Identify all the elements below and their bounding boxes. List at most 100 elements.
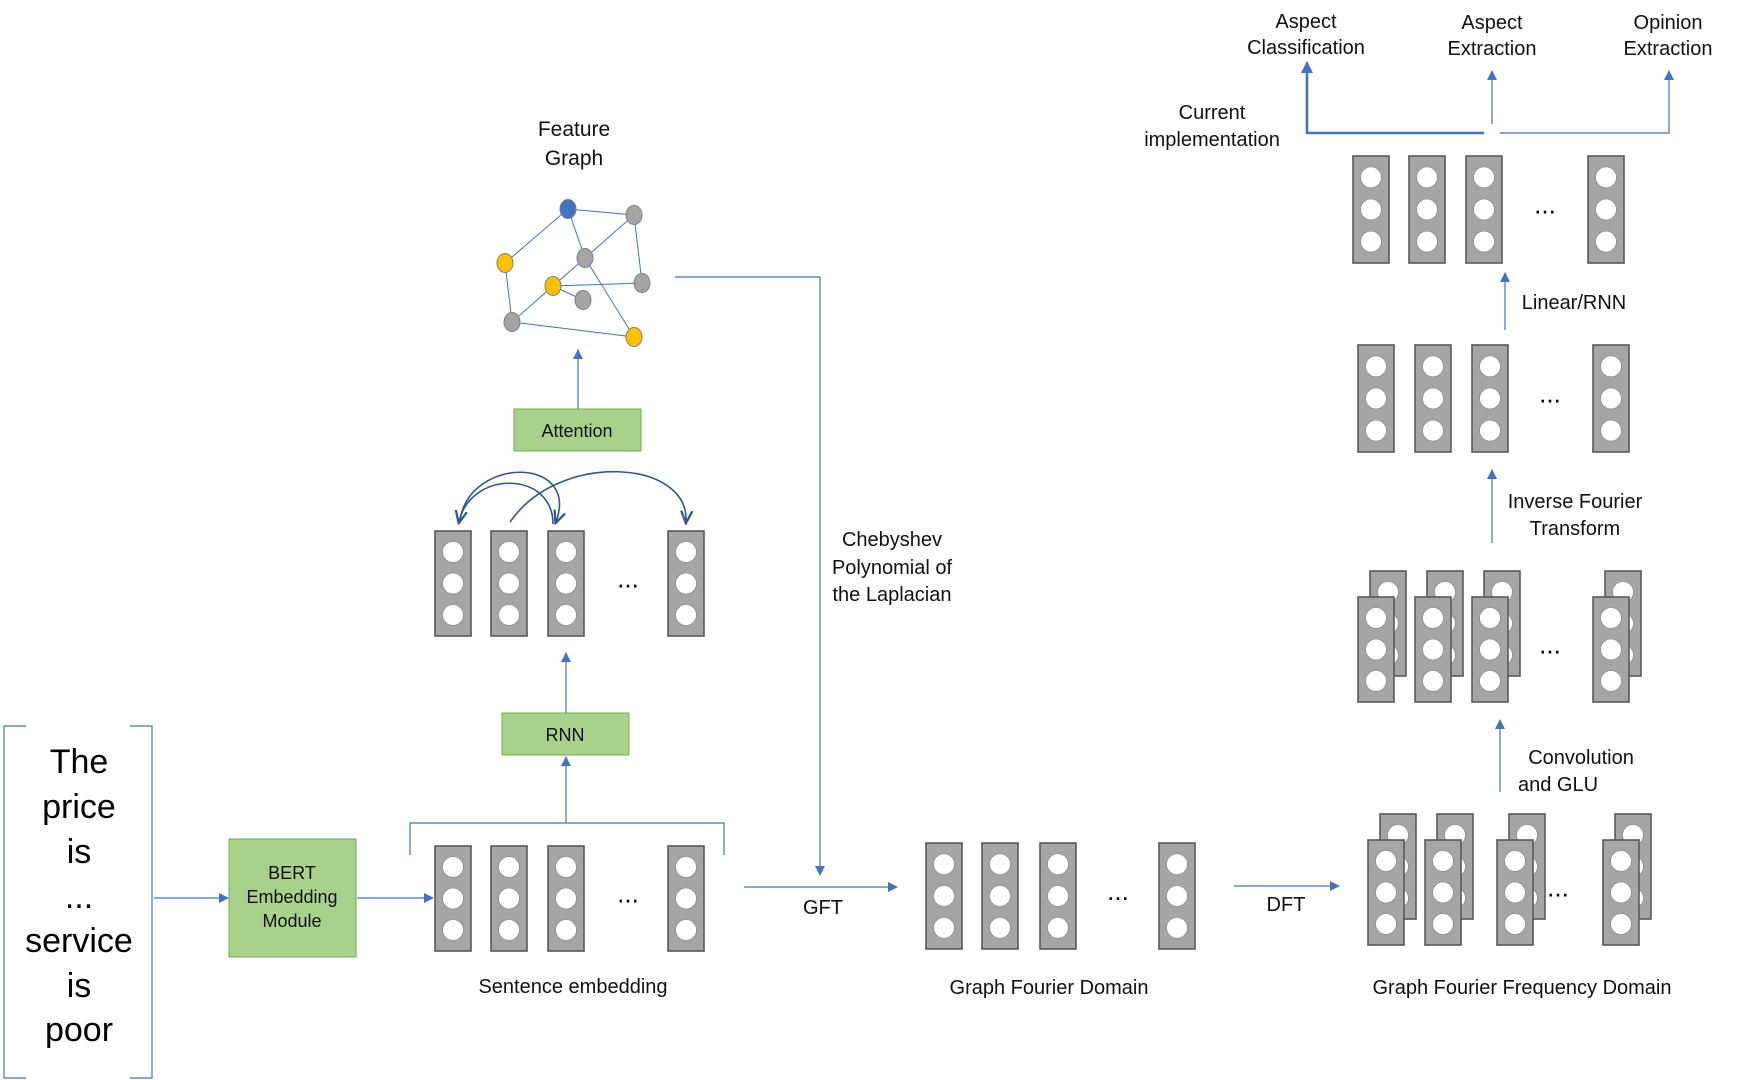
feature-vector xyxy=(1471,596,1509,703)
feature-vector xyxy=(981,842,1019,950)
output-aspect-extraction-line2: Extraction xyxy=(1448,38,1537,60)
dft-label: DFT xyxy=(1267,894,1306,916)
convolution-label: Convolution and GLU xyxy=(1518,747,1634,796)
embedding-bracket xyxy=(409,822,725,855)
bert-embedding-module: BERT Embedding Module xyxy=(228,838,357,958)
feature-graph-label-line2: Graph xyxy=(545,147,603,170)
feature-vector xyxy=(1367,839,1405,946)
attention-curves xyxy=(459,470,686,524)
vector-stacks: ..................... xyxy=(434,155,1652,952)
arrow-graph-to-gft xyxy=(675,276,825,876)
ellipsis: ... xyxy=(1107,876,1129,906)
output-aspect-classification-line2: Classification xyxy=(1247,37,1365,59)
feature-graph: Feature Graph xyxy=(496,118,651,347)
graph-node-gray xyxy=(633,273,651,293)
ellipsis: ... xyxy=(1539,379,1561,409)
graph-node-gray xyxy=(576,248,594,268)
feature-vector xyxy=(1414,344,1452,453)
graph-node-gray xyxy=(503,312,521,332)
ellipsis: ... xyxy=(617,879,639,909)
output-branches xyxy=(1301,61,1674,135)
graph-node-blue xyxy=(559,199,577,219)
sentence-embedding-caption: Sentence embedding xyxy=(478,976,667,998)
ellipsis: ... xyxy=(1539,630,1561,660)
feature-vector xyxy=(1357,344,1395,453)
sentence-word: ... xyxy=(65,878,93,916)
convolution-line1: Convolution xyxy=(1528,747,1634,769)
gft-label: GFT xyxy=(803,897,843,919)
feature-vector xyxy=(1414,596,1452,703)
feature-vector xyxy=(1592,596,1630,703)
feature-vector xyxy=(667,845,705,952)
ellipsis: ... xyxy=(1534,190,1556,220)
sentence-word: is xyxy=(67,967,92,1005)
feature-vector xyxy=(1496,839,1534,946)
input-bracket xyxy=(3,725,153,1079)
feature-vector xyxy=(1602,839,1640,946)
input-sentence: The price is... service is poor xyxy=(3,725,153,1079)
feature-vector xyxy=(1424,839,1462,946)
graph-node-yellow xyxy=(496,253,514,273)
feature-vector xyxy=(490,530,528,637)
current-implementation-path xyxy=(1305,71,1484,135)
feature-vector xyxy=(1352,155,1390,264)
output-labels: Aspect Classification Aspect Extraction … xyxy=(1247,11,1712,60)
sentence-word: is xyxy=(67,833,92,871)
bert-label-line3: Module xyxy=(262,911,321,931)
feature-vector xyxy=(547,845,585,952)
sentence-word: price xyxy=(42,788,116,826)
feature-vector xyxy=(547,530,585,637)
current-implementation-label: Current implementation xyxy=(1144,102,1280,151)
feature-vector xyxy=(925,842,963,950)
inverse-fourier-line2: Transform xyxy=(1530,518,1620,540)
feature-vector xyxy=(1357,596,1395,703)
attention-box: Attention xyxy=(513,408,642,452)
feature-vector xyxy=(1465,155,1503,264)
output-aspect-extraction-line1: Aspect xyxy=(1461,12,1523,34)
feature-vector xyxy=(1587,155,1625,264)
graph-fourier-domain-caption: Graph Fourier Domain xyxy=(950,977,1149,999)
graph-node-yellow xyxy=(544,276,562,296)
rnn-box: RNN xyxy=(501,712,630,756)
feature-vector xyxy=(1471,344,1509,453)
sentence-word: poor xyxy=(45,1011,113,1049)
feature-graph-label-line1: Feature xyxy=(538,118,610,141)
ellipsis: ... xyxy=(1547,873,1569,903)
feature-vector xyxy=(1039,842,1077,950)
bert-label-line1: BERT xyxy=(268,863,316,883)
sentence-words: The price is... service is poor xyxy=(25,743,133,1049)
linear-rnn-label: Linear/RNN xyxy=(1522,292,1626,314)
ellipsis: ... xyxy=(617,564,639,594)
graph-node-gray xyxy=(625,205,643,225)
chebyshev-line1: Chebyshev xyxy=(842,529,942,551)
feature-vector xyxy=(490,845,528,952)
graph-edges xyxy=(504,208,643,338)
chebyshev-line2: Polynomial of xyxy=(832,557,953,579)
sentence-word: service xyxy=(25,922,133,960)
graph-node-yellow xyxy=(625,327,643,347)
attention-label: Attention xyxy=(541,421,612,441)
graph-nodes xyxy=(496,199,651,347)
rnn-label: RNN xyxy=(546,725,585,745)
output-aspect-classification-line1: Aspect xyxy=(1275,11,1337,33)
chebyshev-label: Chebyshev Polynomial of the Laplacian xyxy=(832,529,953,606)
convolution-line2: and GLU xyxy=(1518,774,1598,796)
inverse-fourier-label: Inverse Fourier Transform xyxy=(1508,491,1643,540)
graph-fourier-frequency-domain-caption: Graph Fourier Frequency Domain xyxy=(1372,977,1671,999)
feature-vector xyxy=(1408,155,1446,264)
chebyshev-line3: the Laplacian xyxy=(833,584,952,606)
inverse-fourier-line1: Inverse Fourier xyxy=(1508,491,1643,513)
graph-node-gray xyxy=(574,290,592,310)
feature-vector xyxy=(1158,842,1196,950)
output-opinion-extraction-line2: Extraction xyxy=(1624,38,1713,60)
feature-vector xyxy=(434,530,472,637)
feature-vector xyxy=(434,845,472,952)
feature-vector xyxy=(667,530,705,637)
current-implementation-line1: Current xyxy=(1179,102,1246,124)
output-opinion-extraction-line1: Opinion xyxy=(1634,12,1703,34)
feature-vector xyxy=(1592,344,1630,453)
bert-label-line2: Embedding xyxy=(246,887,337,907)
current-implementation-line2: implementation xyxy=(1144,129,1280,151)
sentence-word: The xyxy=(50,743,109,781)
